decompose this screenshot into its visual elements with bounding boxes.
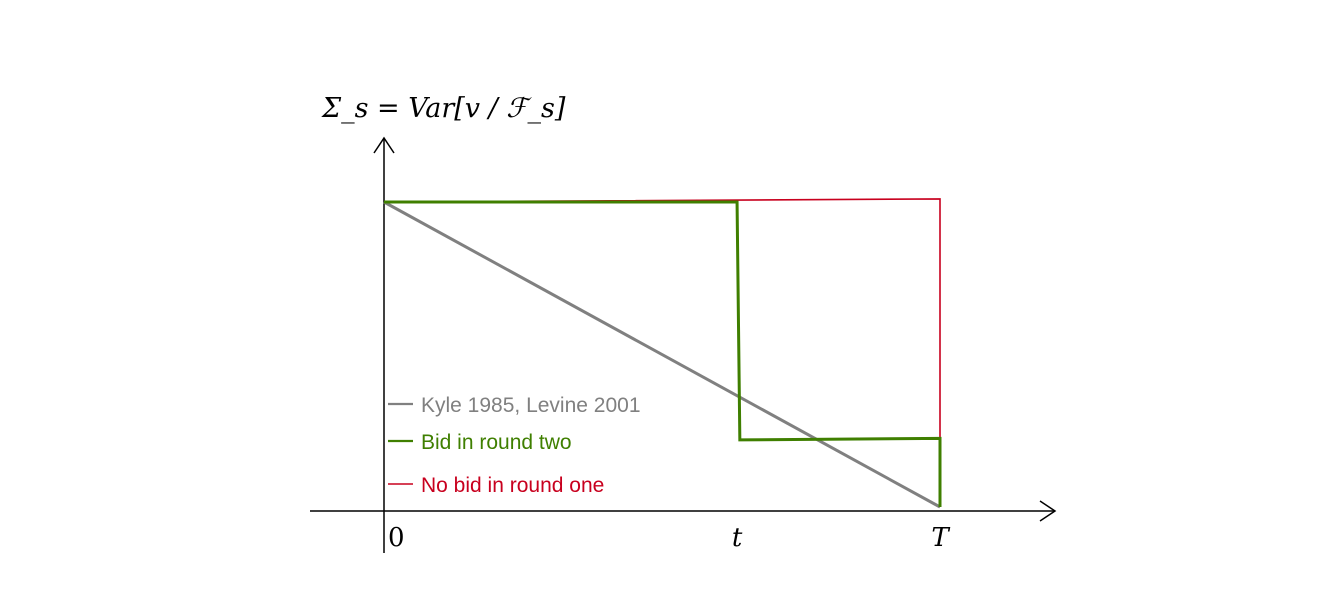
legend-label-3: No bid in round one [421, 474, 604, 497]
x-tick-label-3: T [931, 523, 950, 553]
y-axis-arrowhead [373, 136, 395, 154]
axes [310, 136, 1057, 553]
y-axis-label: Σ_s = Var[v / ℱ_s] [321, 93, 566, 124]
x-axis-arrowhead [1039, 500, 1057, 522]
x-tick-labels: 0 t T [388, 523, 950, 553]
x-tick-label-1: 0 [388, 523, 405, 553]
series-group [383, 198, 942, 509]
legend-label-2: Bid in round two [421, 431, 572, 454]
series-line-2 [384, 200, 942, 507]
legend-label-1: Kyle 1985, Levine 2001 [421, 394, 641, 417]
x-tick-label-2: t [732, 523, 743, 553]
series-line-1 [383, 200, 941, 509]
